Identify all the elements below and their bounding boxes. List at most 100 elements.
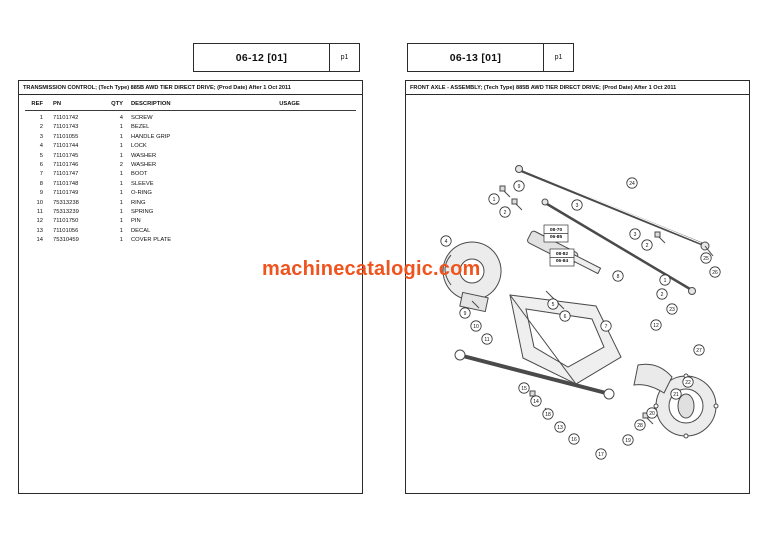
page-tab-left[interactable]: 06-12 [01] bbox=[193, 43, 330, 72]
callout-number: 21 bbox=[673, 392, 679, 398]
column-header-usage: USAGE bbox=[279, 101, 300, 107]
callout-number: 1 bbox=[493, 197, 496, 203]
cell-ref: 12 bbox=[36, 218, 43, 225]
callout-number: 23 bbox=[669, 307, 675, 313]
cell-description: BOOT bbox=[131, 171, 148, 178]
cell-description: SCREW bbox=[131, 115, 153, 121]
cell-qty: 1 bbox=[119, 209, 123, 216]
diagram-callouts: 1293424322526122756781223910111514181316… bbox=[440, 177, 721, 460]
callout-number: 9 bbox=[464, 311, 467, 317]
cell-pn: 71101055 bbox=[53, 133, 79, 140]
column-header-qty: QTY bbox=[111, 101, 123, 107]
callout-2 bbox=[641, 239, 653, 251]
callout-24 bbox=[626, 177, 638, 189]
page-tab-right[interactable]: 06-13 [01] bbox=[407, 43, 544, 72]
cell-pn: 75313238 bbox=[53, 199, 79, 206]
cell-pn: 75313239 bbox=[53, 209, 79, 216]
callout-18 bbox=[542, 408, 554, 420]
cell-description: LOCK bbox=[131, 143, 147, 150]
cell-qty: 1 bbox=[119, 133, 123, 140]
cell-usage bbox=[223, 170, 356, 179]
callout-12 bbox=[650, 319, 662, 331]
section-header-right: FRONT AXLE - ASSEMBLY; (Tech Type) 885B … bbox=[406, 81, 749, 95]
cell-pn: 71101742 bbox=[53, 115, 79, 121]
callout-number: 25 bbox=[703, 256, 709, 262]
callout-number: 14 bbox=[533, 399, 539, 405]
cell-usage bbox=[223, 114, 356, 123]
callout-3 bbox=[629, 228, 641, 240]
section-reference-label: 06-84 bbox=[556, 258, 569, 264]
callout-number: 11 bbox=[484, 337, 489, 343]
stabilizer-rod bbox=[454, 349, 615, 400]
catalog-page-diagram: FRONT AXLE - ASSEMBLY; (Tech Type) 885B … bbox=[405, 80, 750, 494]
callout-number: 7 bbox=[605, 324, 608, 330]
callout-9 bbox=[513, 180, 525, 192]
cell-ref: 9 bbox=[39, 190, 43, 197]
section-reference-label: 08-70 bbox=[550, 227, 563, 233]
cell-usage bbox=[223, 180, 356, 189]
callout-number: 12 bbox=[653, 323, 659, 329]
callout-number: 10 bbox=[473, 324, 479, 330]
callout-3 bbox=[571, 199, 583, 211]
cell-ref: 10 bbox=[36, 199, 43, 206]
callout-number: 9 bbox=[518, 184, 521, 190]
callout-number: 15 bbox=[521, 386, 527, 392]
callout-number: 28 bbox=[637, 423, 643, 429]
callout-number: 3 bbox=[576, 203, 579, 209]
cell-usage bbox=[223, 208, 356, 217]
callout-number: 5 bbox=[552, 302, 555, 308]
section-reference-label: 06-85 bbox=[550, 234, 563, 240]
page-number-tab-right[interactable]: p1 bbox=[543, 43, 574, 72]
callout-number: 17 bbox=[598, 452, 604, 458]
callout-17 bbox=[595, 448, 607, 460]
cell-description: DECAL bbox=[131, 227, 151, 234]
cell-qty: 2 bbox=[119, 162, 123, 169]
callout-number: 18 bbox=[545, 412, 551, 418]
cell-description: WASHER bbox=[131, 152, 157, 159]
callout-1 bbox=[659, 274, 671, 286]
cell-ref: 14 bbox=[36, 237, 43, 244]
callout-4 bbox=[440, 235, 452, 247]
callout-19 bbox=[622, 434, 634, 446]
cell-usage bbox=[223, 199, 356, 208]
page-tab-group-left: 06-12 [01] p1 bbox=[193, 43, 360, 72]
callout-8 bbox=[612, 270, 624, 282]
cell-qty: 1 bbox=[119, 180, 123, 187]
callout-26 bbox=[709, 266, 721, 278]
left-steering-knuckle bbox=[442, 241, 502, 313]
cell-description: SPRING bbox=[131, 209, 154, 216]
cell-qty: 1 bbox=[119, 190, 123, 197]
cell-pn: 71101743 bbox=[53, 124, 79, 131]
cell-pn: 71101056 bbox=[53, 227, 79, 234]
callout-1 bbox=[488, 193, 500, 205]
section-header-left: TRANSMISSION CONTROL; (Tech Type) 885B A… bbox=[19, 81, 362, 95]
cell-pn: 71101746 bbox=[53, 162, 79, 169]
callout-number: 26 bbox=[712, 270, 718, 276]
cell-ref: 8 bbox=[39, 180, 43, 187]
cell-ref: 1 bbox=[39, 115, 43, 121]
section-reference-label: 08-82 bbox=[556, 251, 569, 257]
cell-description: O-RING bbox=[131, 190, 152, 197]
cell-description: RING bbox=[131, 199, 146, 206]
page-number-tab-left[interactable]: p1 bbox=[329, 43, 360, 72]
callout-number: 2 bbox=[661, 292, 664, 298]
cell-qty: 1 bbox=[119, 237, 123, 244]
cell-ref: 6 bbox=[39, 162, 43, 169]
callout-27 bbox=[693, 344, 705, 356]
cell-qty: 1 bbox=[119, 218, 123, 225]
callout-number: 27 bbox=[696, 348, 702, 354]
callout-6 bbox=[559, 310, 571, 322]
cell-usage bbox=[223, 133, 356, 142]
cell-pn: 71101750 bbox=[53, 218, 79, 225]
callout-number: 24 bbox=[629, 181, 635, 187]
axle-housing bbox=[509, 290, 622, 385]
cell-ref: 5 bbox=[39, 152, 43, 159]
callout-2 bbox=[499, 206, 511, 218]
